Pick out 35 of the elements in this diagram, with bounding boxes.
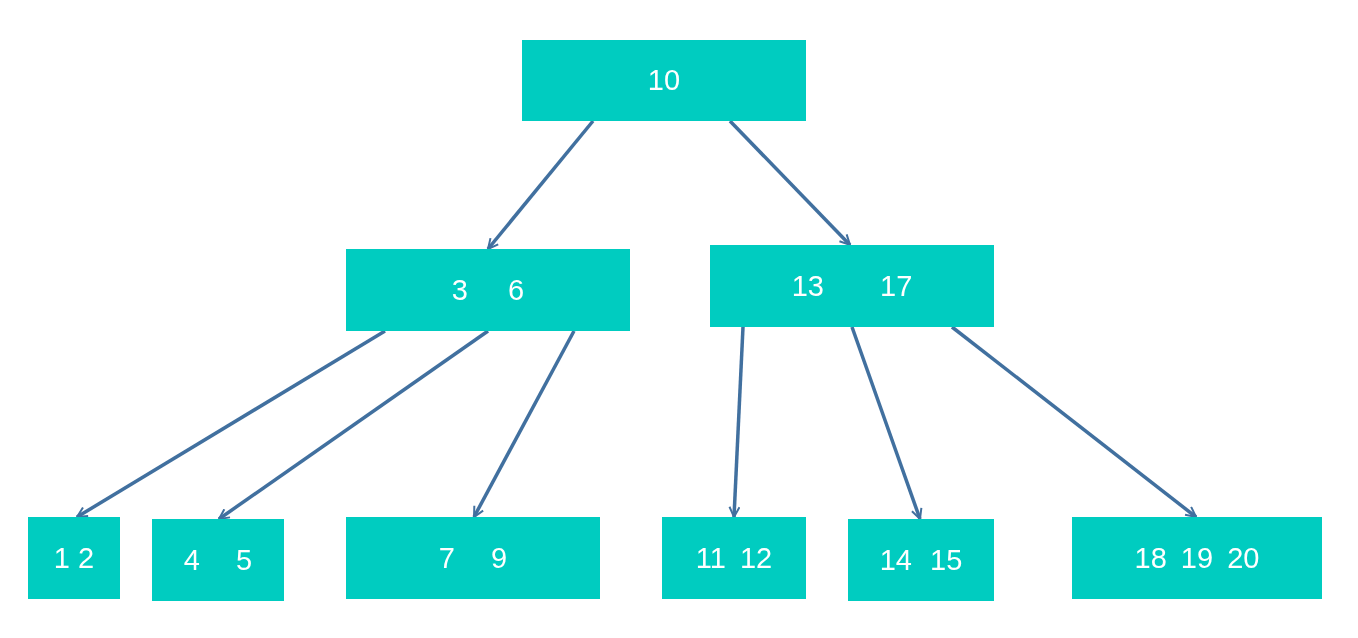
arrow <box>728 119 852 247</box>
key-label: 17 <box>880 271 913 301</box>
tree-node <box>710 245 994 327</box>
arrow <box>728 326 745 518</box>
arrow <box>218 329 489 521</box>
key-label: 13 <box>791 271 824 301</box>
key-label: 5 <box>236 545 253 575</box>
key-label: 9 <box>491 543 508 573</box>
key-label: 10 <box>647 66 681 95</box>
key-label: 7 <box>438 543 455 573</box>
key-label: 19 <box>1180 543 1214 573</box>
tree-node <box>522 40 806 121</box>
tree-node <box>28 517 120 599</box>
key-label: 3 <box>451 275 468 305</box>
key-label: 4 <box>183 545 200 575</box>
key-label: 18 <box>1134 543 1167 573</box>
tree-node <box>346 517 600 599</box>
arrow <box>76 329 386 519</box>
tree-node <box>1072 517 1322 599</box>
arrow <box>472 330 576 518</box>
arrow <box>850 326 923 520</box>
key-label: 11 <box>695 543 726 573</box>
arrow <box>486 119 595 251</box>
key-label: 20 <box>1227 543 1260 573</box>
key-label: 14 <box>879 545 912 575</box>
key-label: 1 <box>53 543 70 573</box>
key-label: 12 <box>739 543 773 573</box>
arrow <box>950 325 1198 519</box>
tree-node <box>346 249 630 331</box>
tree-node <box>152 519 284 601</box>
key-label: 6 <box>508 275 525 305</box>
key-label: 2 <box>78 543 95 573</box>
key-label: 15 <box>930 545 963 575</box>
tree-node <box>848 519 994 601</box>
tree-node <box>662 517 806 599</box>
